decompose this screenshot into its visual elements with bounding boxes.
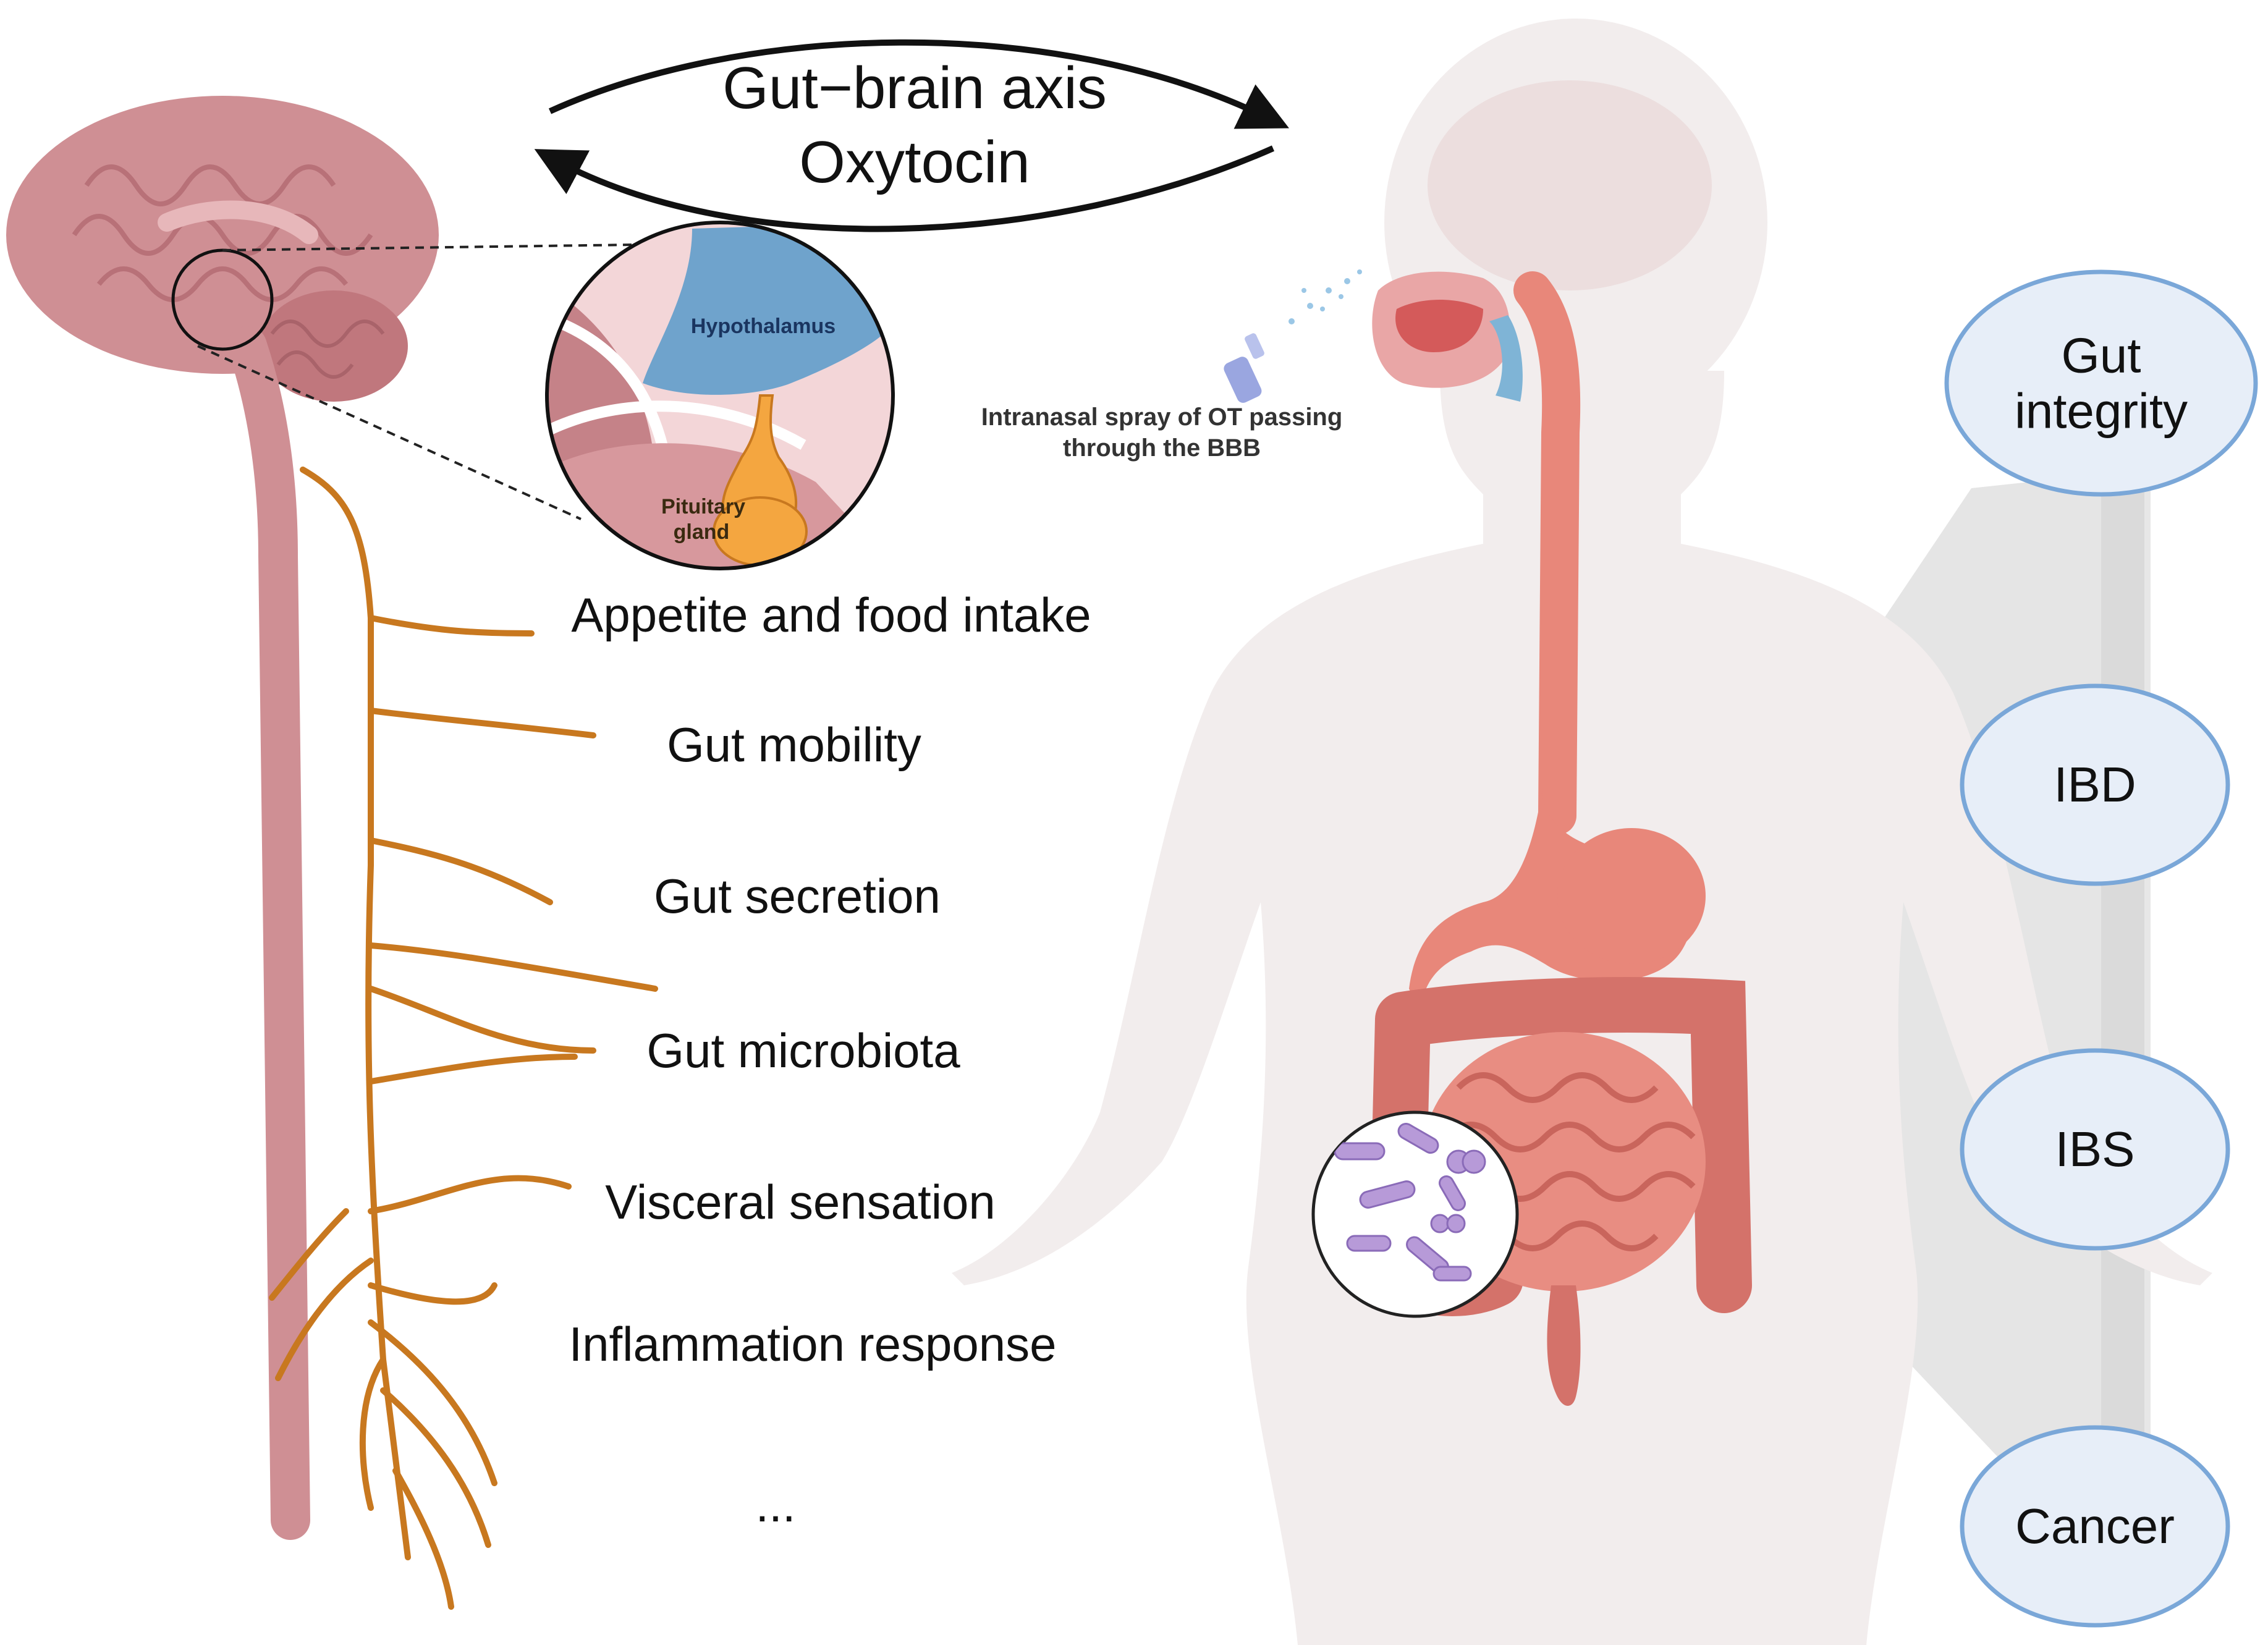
nerve-branches [269,467,658,1610]
function-inflammation: Inflammation response [569,1317,1057,1371]
brain-icon [6,96,439,402]
axis-title-line1: Gut−brain axis [722,55,1107,121]
spinal-cord [227,326,310,1540]
hypothalamus-label: Hypothalamus [690,315,836,338]
axis-arrows [534,39,1289,232]
oral-cavity-icon [1372,271,1523,402]
function-gut-microbiota: Gut microbiota [646,1023,960,1078]
condition-ibd: IBD [2054,757,2136,813]
head-brain-icon [1428,80,1712,290]
microbiota-inset-icon [1311,1110,1519,1318]
function-gut-mobility: Gut mobility [667,717,921,772]
condition-ibs: IBS [2055,1122,2135,1177]
function-visceral-sensation: Visceral sensation [605,1175,996,1229]
function-gut-secretion: Gut secretion [654,869,941,923]
nasal-spray-icon [1224,269,1362,403]
condition-ovals [1944,269,2258,1628]
pituitary-label: Pituitary gland [661,495,746,544]
spray-label: Intranasal spray of OT passing through t… [981,404,1343,462]
hypothalamus-inset-icon [171,221,895,570]
function-appetite: Appetite and food intake [571,588,1091,642]
condition-gut-integrity: Gut integrity [2014,328,2188,438]
axis-title-line2: Oxytocin [799,129,1030,195]
function-ellipsis: ... [755,1478,796,1532]
condition-cancer: Cancer [2015,1499,2175,1554]
